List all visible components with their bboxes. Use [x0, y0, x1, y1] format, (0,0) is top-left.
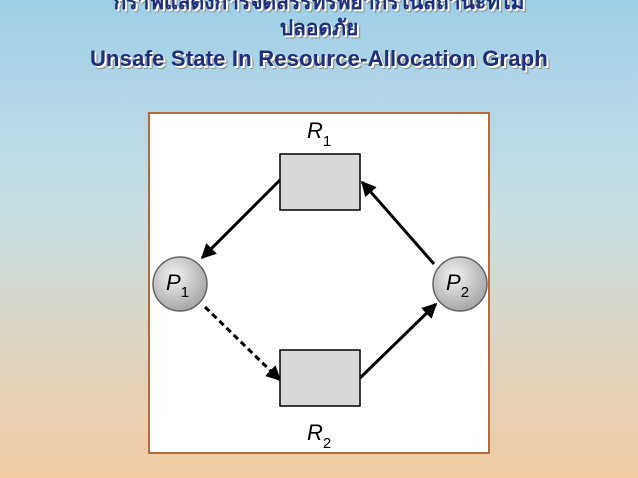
resource-r1-label: R1 — [307, 118, 331, 150]
edge-p2-to-r1 — [360, 180, 436, 265]
resource-r2-label: R2 — [307, 420, 331, 452]
process-p2-node — [432, 256, 488, 312]
edge-p1-to-r2-claim — [203, 305, 282, 382]
edge-r1-to-p1 — [200, 178, 282, 260]
resource-allocation-graph: R1 R2 P1 P2 — [152, 118, 488, 452]
resource-r2-node — [279, 349, 361, 407]
slide-title-thai-line-2: ปลอดภัย — [279, 17, 359, 40]
slide-title-english: Unsafe State In Resource-Allocation Grap… — [89, 46, 549, 71]
process-p1-label: P1 — [166, 270, 189, 301]
process-p1-node — [152, 256, 208, 312]
slide-title-thai-line-1: กราฟแสดงการจัดสรรทรัพยากรในสถานะที่ไม่ — [113, 0, 525, 14]
edge-r2-to-p2 — [358, 302, 438, 380]
resource-r1-node — [279, 153, 361, 211]
process-p2-label: P2 — [446, 270, 469, 301]
resource-allocation-graph-panel: R1 R2 P1 P2 — [148, 112, 490, 454]
